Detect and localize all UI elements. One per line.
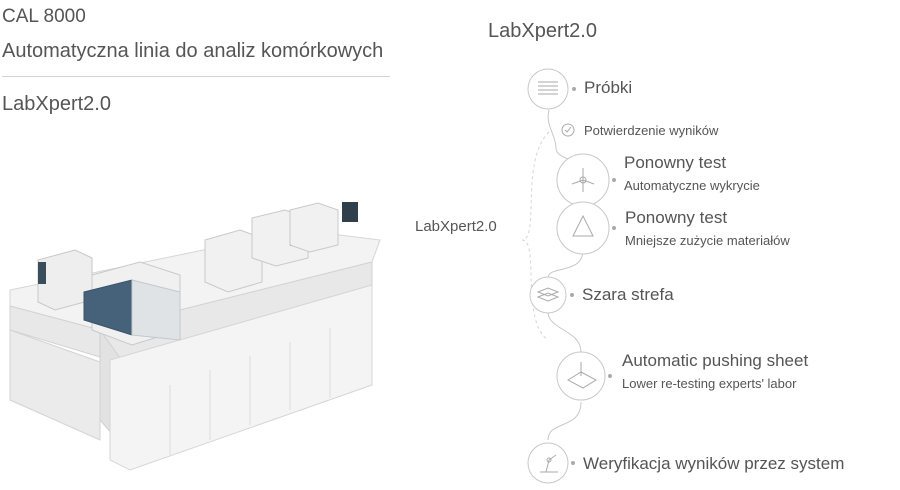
check-circle-icon [561,123,575,137]
network-node-icon [571,168,595,192]
product-subtitle: Automatyczna linia do analiz komórkowych [2,40,384,62]
step-retest-save-sub: Mniejsze zużycie materiałów [625,233,790,248]
product-name: CAL 8000 [2,6,86,27]
step-retest-auto-label: Ponowny test [624,153,727,172]
step-samples-label: Próbki [584,78,633,97]
step-gray-zone-label: Szara strefa [582,285,674,304]
triangle-icon [572,214,594,237]
step-system-verification-label: Weryfikacja wyników przez system [583,454,845,473]
step-retest-save-label: Ponowny test [625,208,728,227]
header-divider [2,76,390,77]
layered-sheets-icon [536,287,560,302]
left-brand-label: LabXpert2.0 [2,93,111,115]
step-pushing-sheet-sub: Lower re-testing experts' labor [622,376,797,391]
step-retest-auto-sub: Automatyczne wykrycie [624,178,760,193]
side-label: LabXpert2.0 [415,218,497,235]
step-confirmation-label: Potwierdzenie wyników [584,123,719,138]
step-pushing-sheet-label: Automatic pushing sheet [622,351,809,370]
robot-arm-icon [540,454,558,473]
workflow-title: LabXpert2.0 [488,20,597,42]
sample-stack-icon [538,81,558,95]
slide-push-icon [566,362,598,389]
